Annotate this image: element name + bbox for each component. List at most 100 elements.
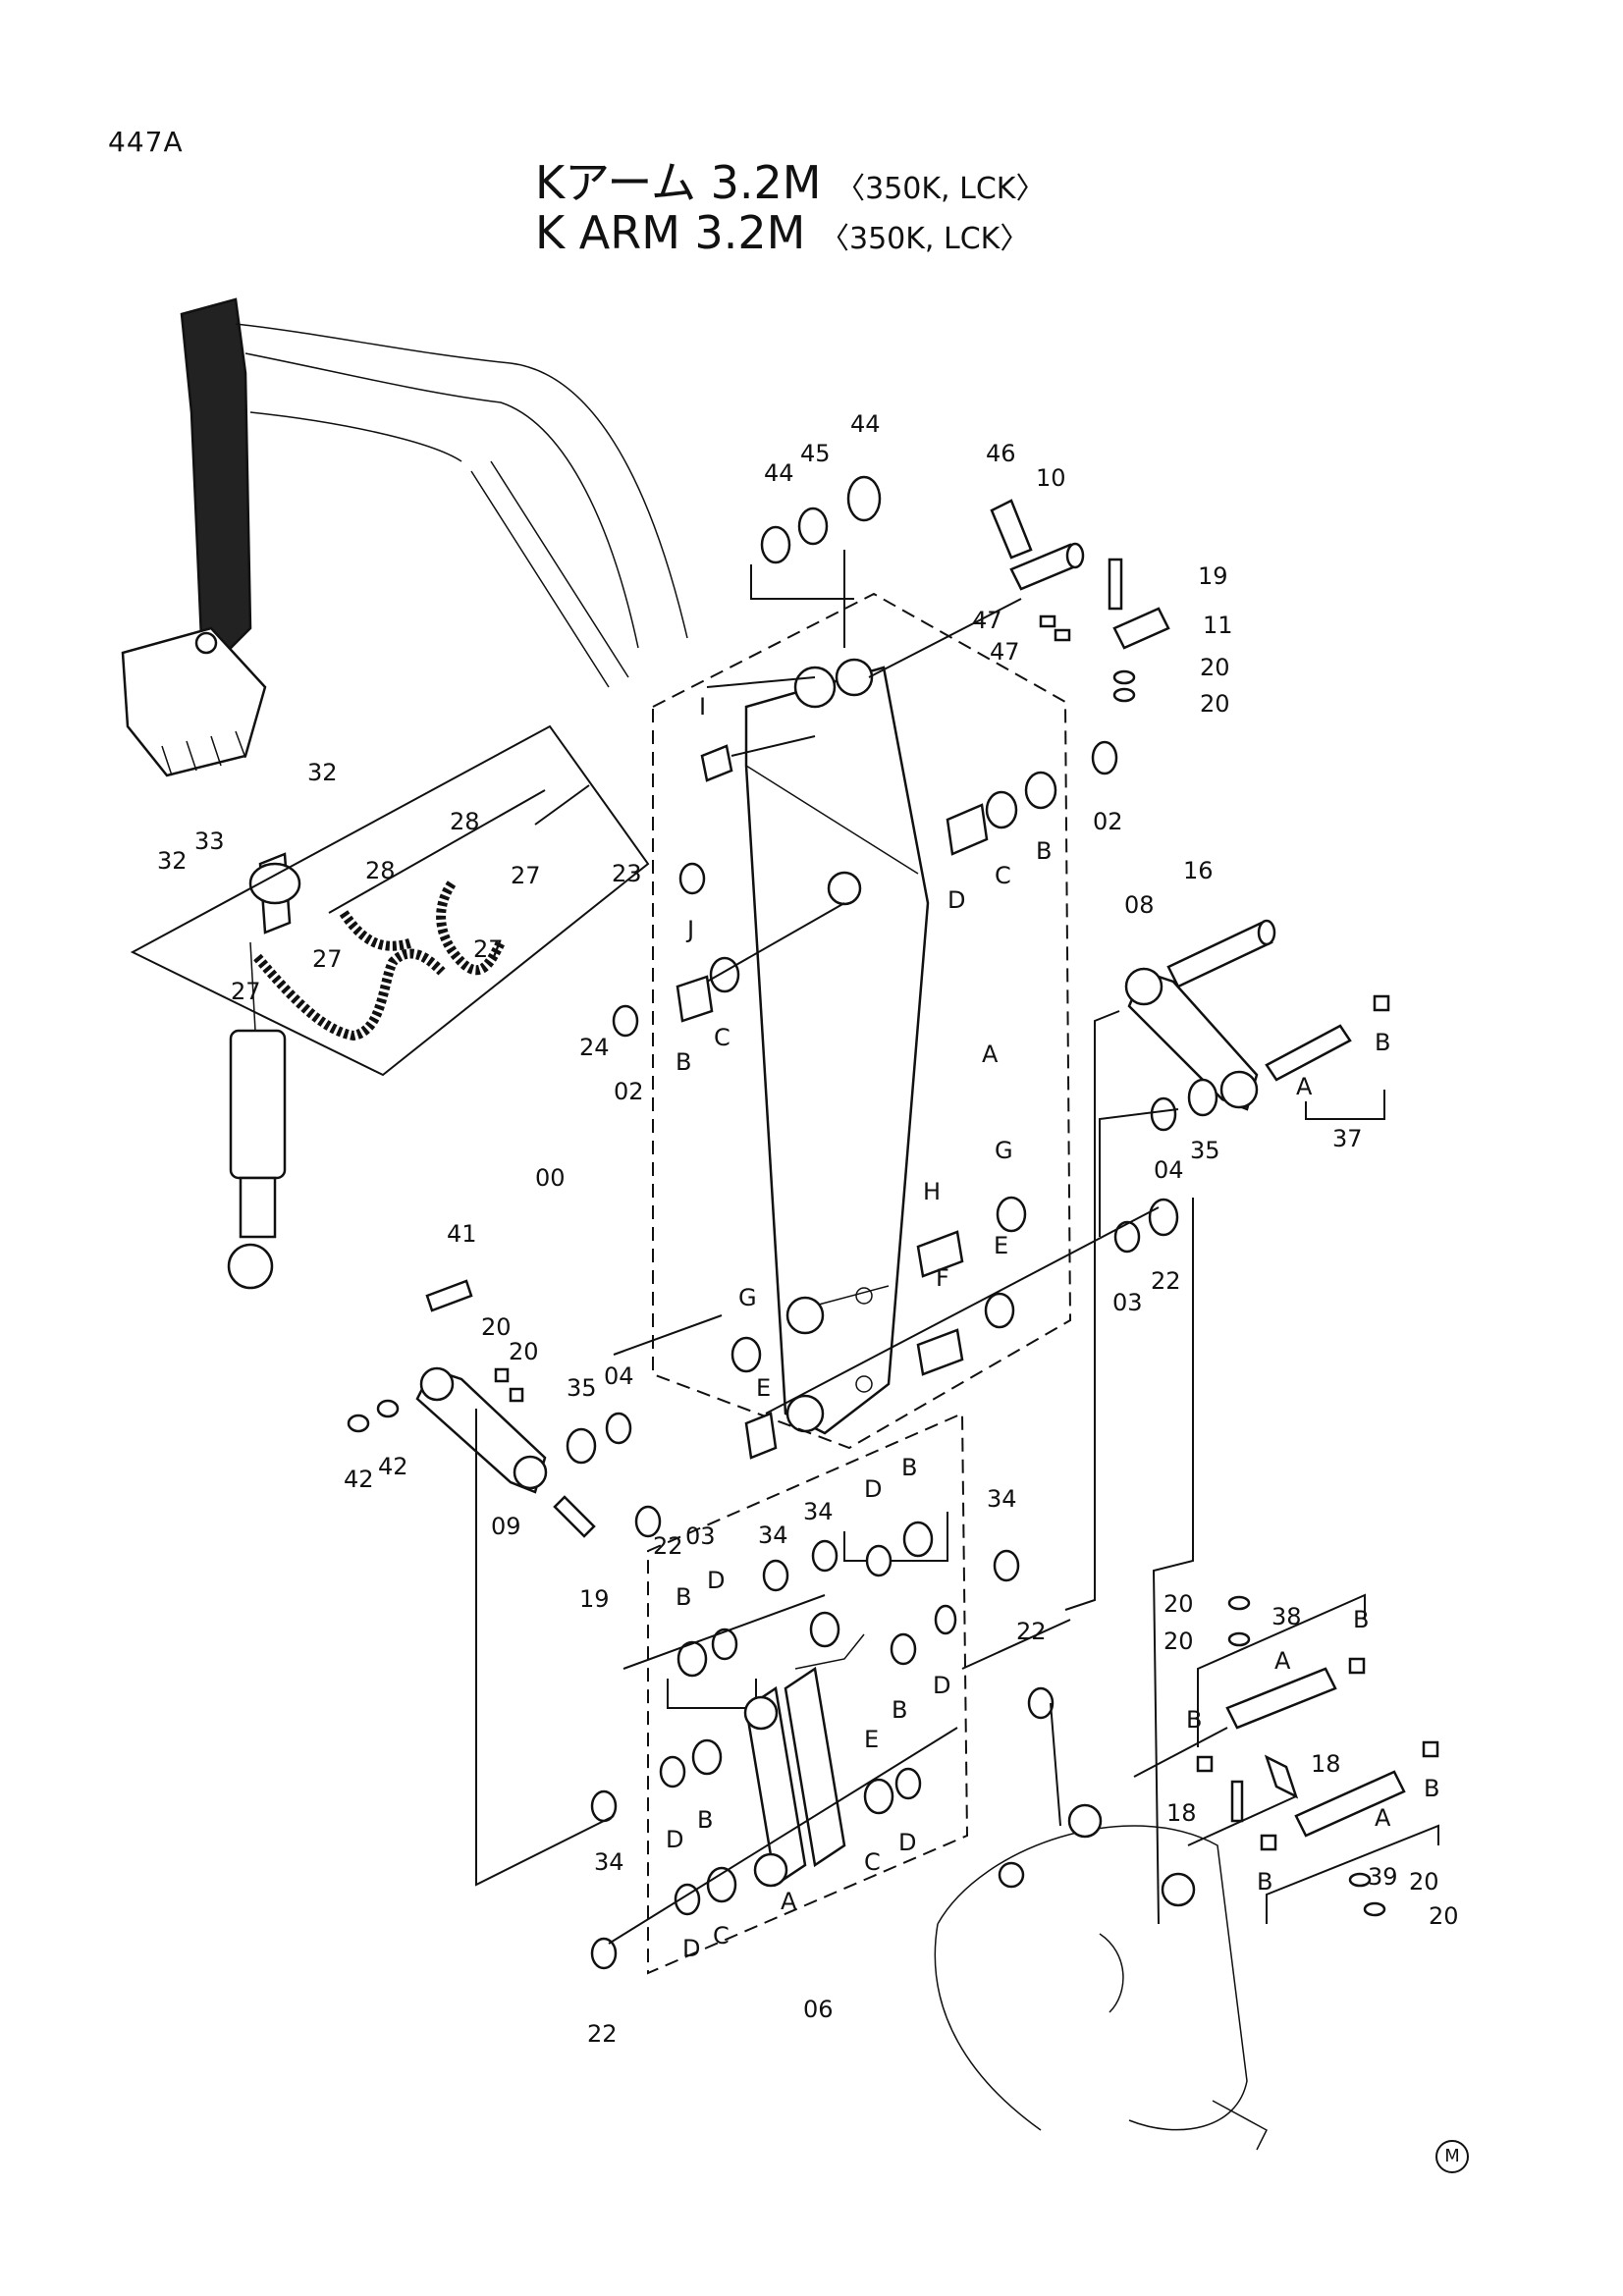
callout-34: 34	[594, 1848, 624, 1876]
page-code: 447A	[108, 126, 184, 158]
callout-C: C	[864, 1848, 881, 1876]
callout-A: A	[1296, 1073, 1313, 1100]
arm-body	[744, 658, 930, 1435]
callout-G: G	[995, 1137, 1013, 1164]
bucket-link-a	[743, 1633, 865, 1888]
callout-47: 47	[990, 638, 1020, 666]
callout-42: 42	[378, 1453, 408, 1480]
callout-20: 20	[1163, 1628, 1194, 1655]
callout-D: D	[947, 886, 965, 914]
callout-02: 02	[1093, 808, 1123, 835]
callout-35: 35	[1190, 1137, 1220, 1164]
callout-labels: 44 44 45 46 10 19 47 47 11 20 20 I 02 B …	[157, 410, 1459, 2048]
callout-11: 11	[1203, 612, 1233, 639]
callout-32: 32	[307, 759, 338, 786]
callout-B: B	[676, 1583, 691, 1611]
callout-18: 18	[1166, 1799, 1197, 1827]
title-english-main: K ARM 3.2M	[535, 206, 806, 259]
callout-20: 20	[1200, 690, 1230, 718]
callout-J: J	[685, 916, 694, 943]
bucket-sketch	[934, 1803, 1268, 2151]
callout-A: A	[1274, 1647, 1291, 1675]
link-08-and-pins	[1124, 919, 1390, 1111]
callout-03: 03	[1112, 1289, 1143, 1316]
callout-C: C	[995, 862, 1011, 889]
callout-27: 27	[231, 978, 261, 1005]
callout-E: E	[756, 1374, 771, 1402]
callout-41: 41	[447, 1220, 477, 1248]
callout-20: 20	[481, 1313, 512, 1341]
callout-02: 02	[614, 1078, 644, 1105]
callout-00: 00	[535, 1164, 566, 1192]
callout-45: 45	[800, 440, 831, 467]
title-english-models: 〈350K, LCK〉	[820, 222, 1030, 256]
hydraulic-hoses	[253, 881, 506, 1041]
callout-C: C	[714, 1024, 730, 1051]
callout-42: 42	[344, 1466, 374, 1493]
callout-27: 27	[312, 945, 343, 973]
callout-34: 34	[758, 1522, 788, 1549]
callout-B: B	[1036, 837, 1052, 865]
callout-35: 35	[567, 1374, 597, 1402]
hose-group-outline	[130, 724, 650, 1077]
callout-D: D	[898, 1829, 916, 1856]
callout-22: 22	[587, 2020, 618, 2048]
washers-44-45	[760, 475, 882, 564]
callout-20: 20	[509, 1338, 539, 1365]
callout-G: G	[738, 1284, 757, 1311]
bucket-link-boundary	[647, 1412, 969, 1975]
callout-09: 09	[491, 1513, 521, 1540]
callout-37: 37	[1332, 1125, 1363, 1152]
callout-10: 10	[1036, 464, 1066, 492]
callout-B: B	[1257, 1868, 1272, 1896]
callout-22: 22	[1016, 1618, 1047, 1645]
callout-B: B	[697, 1806, 713, 1834]
callout-C: C	[713, 1922, 730, 1949]
pins-38-39	[1196, 1595, 1439, 1917]
callout-D: D	[933, 1672, 950, 1699]
title-japanese-main: Kアーム 3.2M	[535, 156, 822, 209]
callout-47: 47	[972, 607, 1002, 634]
callout-34: 34	[987, 1485, 1017, 1513]
callout-28: 28	[450, 808, 480, 835]
leader-lines	[328, 598, 1297, 1945]
upper-pins	[990, 499, 1170, 703]
callout-B: B	[1353, 1606, 1369, 1633]
callout-B: B	[1186, 1706, 1202, 1734]
callout-08: 08	[1124, 891, 1155, 919]
callout-B: B	[901, 1454, 917, 1481]
callout-B: B	[1375, 1029, 1390, 1056]
callout-03: 03	[685, 1522, 716, 1550]
callout-E: E	[864, 1726, 879, 1753]
link-09	[347, 1279, 632, 1538]
callout-20: 20	[1200, 654, 1230, 681]
callout-19: 19	[579, 1585, 610, 1613]
callout-24: 24	[579, 1034, 610, 1061]
title-japanese-models: 〈350K, LCK〉	[836, 172, 1046, 206]
callout-20: 20	[1429, 1902, 1459, 1930]
excavator-overview-sketch	[121, 297, 688, 777]
callout-H: H	[923, 1178, 941, 1205]
callout-B: B	[676, 1048, 691, 1076]
callout-22: 22	[1151, 1267, 1181, 1295]
callout-06: 06	[803, 1996, 834, 2023]
callout-I: I	[699, 693, 706, 721]
callout-20: 20	[1409, 1868, 1439, 1896]
callout-27: 27	[473, 935, 504, 963]
callout-38: 38	[1271, 1603, 1302, 1630]
callout-D: D	[682, 1935, 700, 1962]
callout-04: 04	[604, 1362, 634, 1390]
callout-D: D	[666, 1826, 683, 1853]
callout-46: 46	[986, 440, 1016, 467]
callout-22: 22	[653, 1532, 683, 1560]
callout-04: 04	[1154, 1156, 1184, 1184]
callout-27: 27	[511, 862, 541, 889]
callout-32: 32	[157, 847, 188, 875]
callout-B: B	[1424, 1775, 1439, 1802]
callout-D: D	[864, 1475, 882, 1503]
callout-19: 19	[1198, 562, 1228, 590]
callout-20: 20	[1163, 1590, 1194, 1618]
callout-F: F	[936, 1264, 949, 1292]
